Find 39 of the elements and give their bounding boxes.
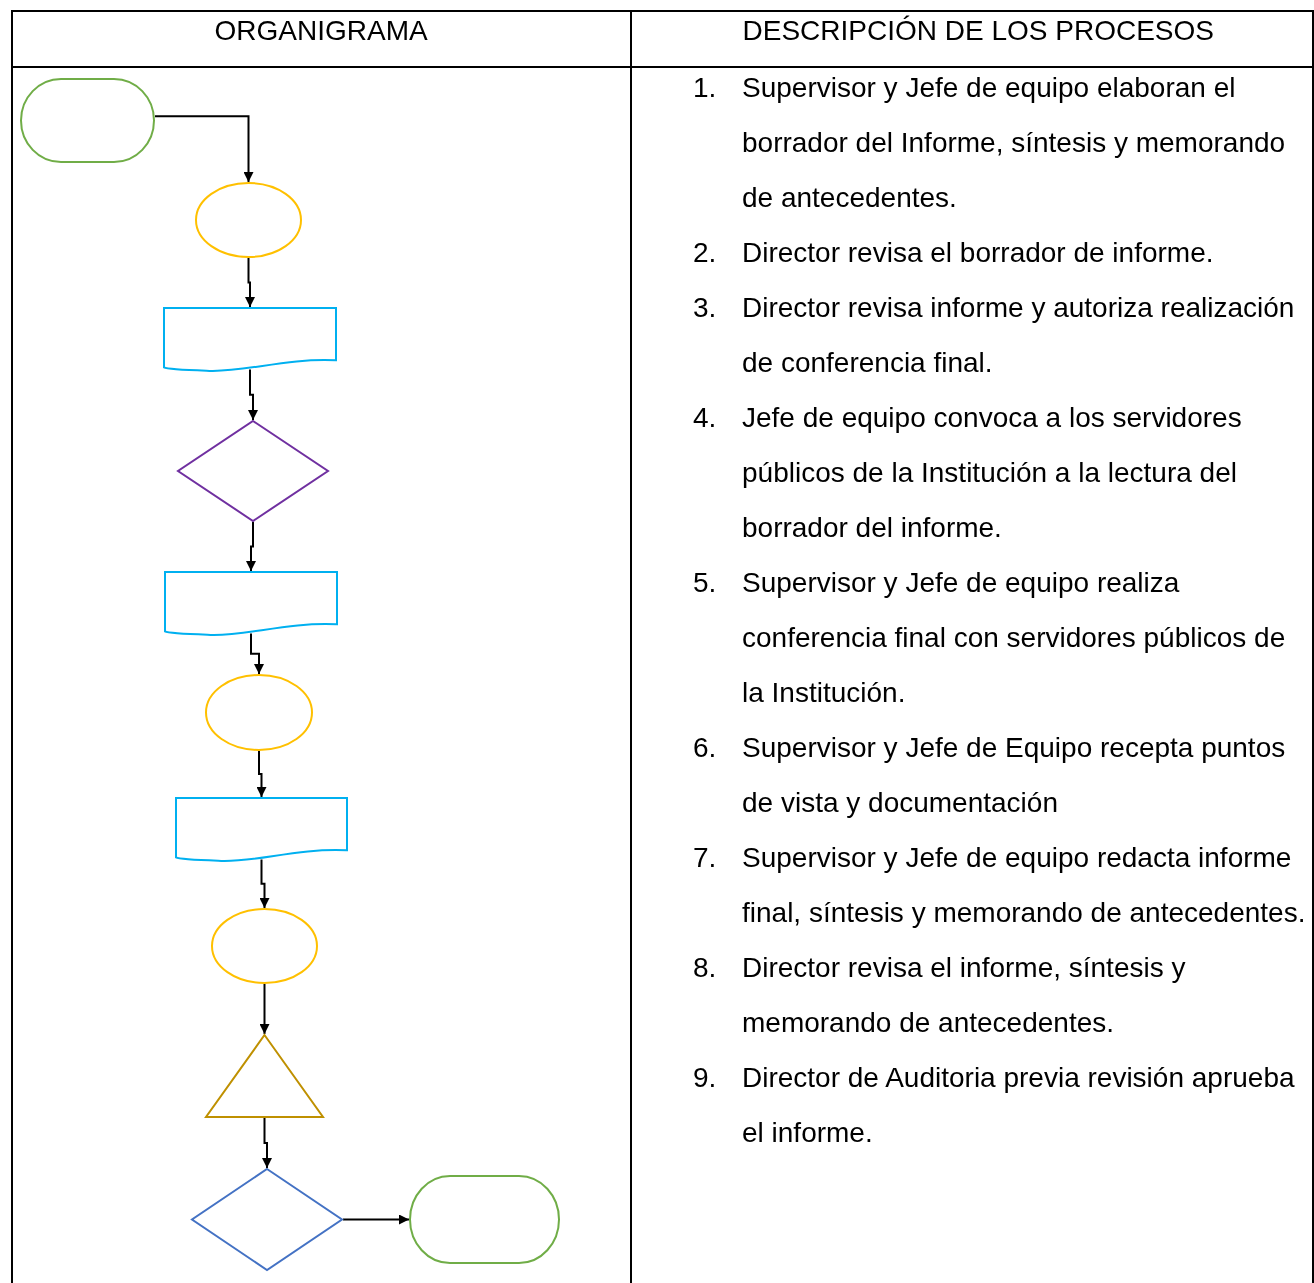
list-number: 9. [693, 1061, 717, 1095]
process-description: Supervisor y Jefe de Equipo recepta puntos de vista y documentación [742, 731, 1287, 820]
list-number: 4. [693, 401, 717, 435]
arrow [154, 115, 254, 183]
document-shape [164, 571, 338, 636]
list-number: 8. [693, 951, 717, 985]
arrow [245, 257, 255, 308]
process-description: Director de Auditoria previa revisión aprueba el informe. [742, 1061, 1296, 1150]
arrow [262, 1117, 272, 1169]
arrow [259, 983, 270, 1035]
column-header: DESCRIPCIÓN DE LOS PROCESOS [742, 14, 1214, 48]
column-header: ORGANIGRAMA [214, 14, 428, 48]
ellipse-shape [211, 908, 318, 984]
arrow [250, 632, 264, 675]
list-number: 6. [693, 731, 717, 765]
decision-diamond [191, 1168, 343, 1271]
list-number: 5. [693, 566, 717, 600]
arrow [246, 521, 256, 572]
list-number: 1. [693, 71, 717, 105]
process-description: Jefe de equipo convoca a los servidores públicos de la Institución a la lectura del borrador del informe. [742, 401, 1243, 545]
ellipse-shape [195, 182, 302, 258]
process-description: Director revisa el informe, síntesis y memorando de antecedentes. [742, 951, 1187, 1040]
decision-diamond [177, 420, 329, 522]
document-shape [175, 797, 348, 862]
arrow [342, 1214, 410, 1225]
arrow [259, 858, 270, 909]
list-number: 7. [693, 841, 717, 875]
process-description: Supervisor y Jefe de equipo elaboran el borrador del Informe, síntesis y memorando de antecedentes. [742, 71, 1287, 215]
ellipse-shape [205, 674, 313, 751]
list-number: 2. [693, 236, 717, 270]
process-description: Director revisa el borrador de informe. [742, 236, 1215, 270]
arrow [256, 750, 267, 798]
process-description: Supervisor y Jefe de equipo redacta informe final, síntesis y memorando de antecedentes. [742, 841, 1307, 930]
arrow [248, 368, 258, 421]
process-description: Director revisa informe y autoriza realización de conferencia final. [742, 291, 1296, 380]
process-description: Supervisor y Jefe de equipo realiza conferencia final con servidores públicos de la Institución. [742, 566, 1287, 710]
document-shape [163, 307, 337, 372]
triangle-shape [205, 1034, 324, 1118]
list-number: 3. [693, 291, 717, 325]
